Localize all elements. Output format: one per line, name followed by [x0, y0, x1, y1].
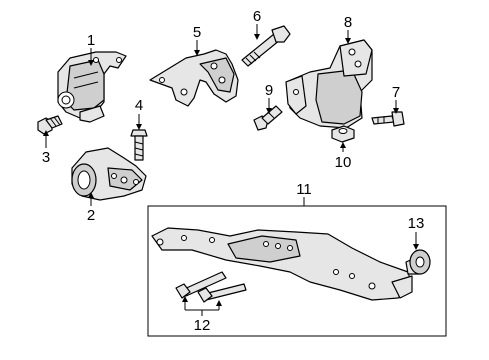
callout-8: 8 — [344, 14, 352, 31]
part-10-nut — [331, 125, 355, 143]
callout-1: 1 — [87, 32, 95, 49]
part-7-bolt — [371, 111, 405, 127]
part-2-transmission-mount — [71, 147, 147, 201]
part-6-long-bolt — [241, 25, 291, 67]
callout-6: 6 — [253, 8, 261, 25]
part-5-bracket — [149, 49, 239, 107]
part-4-bolt — [130, 129, 148, 161]
part-11-crossmember — [151, 227, 413, 301]
part-3-bolt — [37, 115, 63, 135]
callout-labels: 1 2 3 4 5 6 7 8 9 10 11 12 13 — [42, 8, 425, 334]
callout-2: 2 — [87, 207, 95, 224]
part-1-engine-mount — [57, 51, 127, 123]
crossmember-group-box — [147, 205, 447, 337]
callout-4: 4 — [135, 97, 143, 114]
callout-10: 10 — [335, 154, 352, 171]
part-13-bushing — [405, 249, 431, 275]
callout-11: 11 — [296, 181, 312, 198]
part-8-mount-assembly — [285, 39, 373, 129]
callout-9: 9 — [265, 82, 273, 99]
part-9-bolt — [253, 105, 283, 131]
callout-3: 3 — [42, 149, 50, 166]
callout-5: 5 — [193, 24, 201, 41]
callout-13: 13 — [408, 215, 425, 232]
part-12-bolts — [175, 271, 247, 303]
leader-lines — [43, 24, 419, 316]
callout-12: 12 — [194, 317, 211, 334]
callout-7: 7 — [392, 84, 400, 101]
